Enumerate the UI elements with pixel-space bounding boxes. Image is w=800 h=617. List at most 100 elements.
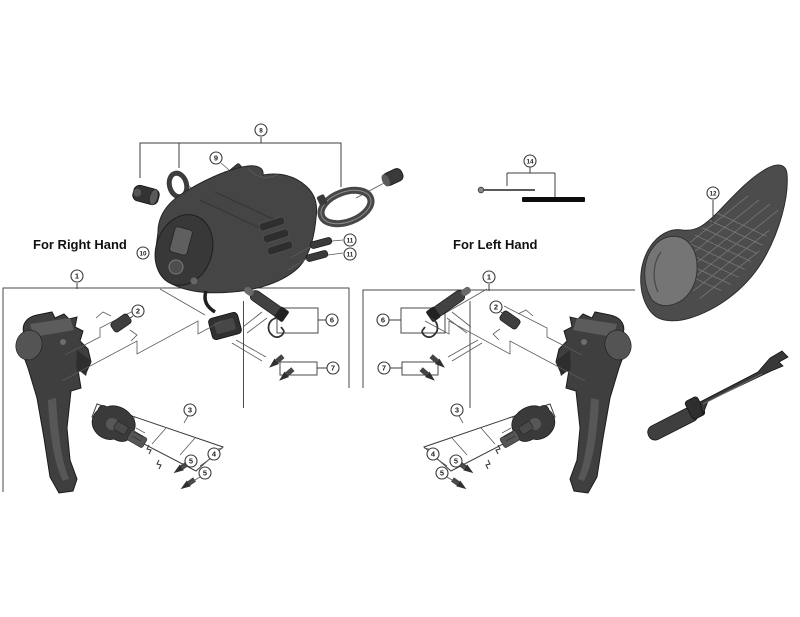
- bolt-flange: [149, 188, 159, 206]
- hood-nose: [644, 235, 698, 307]
- clamp-ring-highlight: [320, 189, 372, 225]
- callout-6-right: 6: [376, 313, 390, 327]
- callout-5b-left: 5: [198, 466, 212, 480]
- left-hand-box: [362, 289, 635, 408]
- port: [262, 228, 290, 244]
- handlebar-bolt-right: [381, 168, 404, 187]
- svg-text:12: 12: [709, 190, 717, 197]
- svg-text:6: 6: [381, 316, 385, 325]
- bracket-hood-cover: [640, 164, 788, 322]
- screw-shaft: [419, 367, 429, 377]
- left-hand-group: [389, 284, 534, 484]
- wire-tip: [461, 286, 471, 296]
- screw-cone: [434, 358, 445, 368]
- callout-14: 14: [523, 154, 537, 168]
- spring-marks: [146, 444, 162, 470]
- box-outline-left: [2, 287, 350, 492]
- parts-band-outline: [91, 403, 224, 472]
- callout-11b: 11: [343, 247, 357, 261]
- cone-screw-7a: [429, 354, 445, 368]
- svg-text:14: 14: [526, 158, 534, 165]
- cone-screw-7a: [269, 354, 285, 368]
- shifter-body: [154, 165, 318, 341]
- svg-text:5: 5: [203, 469, 207, 478]
- svg-text:4: 4: [212, 450, 217, 459]
- shift-paddle: [76, 350, 90, 376]
- svg-text:1: 1: [75, 272, 79, 281]
- screw-shaft: [275, 354, 285, 364]
- callout-3-right: 3: [450, 403, 464, 417]
- callout-4-left: 4: [207, 447, 221, 461]
- clamp-band: [316, 186, 375, 228]
- hook-clip: [421, 317, 439, 338]
- brake-lever-art: [15, 311, 92, 494]
- body-facet-lines: [199, 191, 276, 229]
- plug: [305, 250, 329, 262]
- svg-text:1: 1: [487, 273, 491, 282]
- right-hand-box: [2, 287, 350, 492]
- callout-5b-right: 5: [435, 466, 449, 480]
- svg-text:5: 5: [189, 457, 193, 466]
- callout-3-left: 3: [183, 403, 197, 417]
- svg-text:3: 3: [188, 406, 192, 415]
- svg-text:4: 4: [431, 450, 436, 459]
- cable-set-14: [477, 167, 585, 202]
- callout-1-right: 1: [482, 270, 496, 284]
- callout-11a: 11: [343, 233, 357, 247]
- plug-tool: [647, 350, 789, 441]
- wire-leader-lines: [231, 311, 268, 362]
- tool-blade: [699, 350, 789, 416]
- etube-ports: [258, 216, 294, 256]
- screw-shaft: [187, 477, 196, 486]
- lever-clamp-face: [30, 318, 74, 337]
- screw-cone: [279, 371, 290, 381]
- top-shifter-assembly: [132, 137, 404, 341]
- callout2-leader: [500, 311, 508, 318]
- callout-5a-left: 5: [184, 454, 198, 468]
- right-hand-group: [76, 283, 327, 484]
- plug-leader-lines: [287, 239, 344, 271]
- callout-6-left: 6: [325, 313, 339, 327]
- wire-cap: [274, 306, 289, 322]
- etube-wire: [203, 290, 216, 314]
- screw-cone: [180, 480, 191, 490]
- body-ridge-line: [247, 167, 279, 178]
- cone-screw-7b: [279, 367, 295, 381]
- callout2-leader: [125, 315, 134, 322]
- display-window: [169, 226, 193, 256]
- callout-4-right: 4: [426, 447, 440, 461]
- callout-9: 9: [209, 151, 223, 165]
- lever-hood-hump: [15, 329, 43, 361]
- svg-text:5: 5: [454, 457, 458, 466]
- cluster-leader-lines: [181, 415, 224, 484]
- label-for-right-hand: For Right Hand: [33, 237, 127, 252]
- knurl-stripes: [131, 427, 146, 442]
- callout-7-right: 7: [377, 361, 391, 375]
- svg-text:8: 8: [259, 127, 263, 134]
- etube-wire-part: [244, 286, 289, 322]
- hood-nose-contour: [653, 251, 662, 293]
- callout-1-left: 1: [70, 269, 84, 283]
- bushing: [113, 421, 129, 435]
- callout8-bracket-lines: [139, 137, 342, 187]
- callout-5a-right: 5: [449, 454, 463, 468]
- svg-text:7: 7: [382, 364, 386, 373]
- pivot-screw: [60, 339, 66, 345]
- callout14-bracket-lines: [506, 167, 556, 197]
- tool-blade-highlight: [702, 373, 763, 405]
- hatch-lines-b: [684, 205, 784, 302]
- screw-cone: [269, 358, 280, 368]
- plug: [309, 237, 333, 249]
- svg-text:6: 6: [330, 316, 334, 325]
- bumper-corner-marks: [492, 309, 534, 341]
- port: [258, 216, 286, 232]
- bolt-tip: [133, 188, 142, 197]
- box-outline-right: [362, 289, 635, 388]
- hook-clip: [267, 317, 285, 338]
- handlebar-bolt-left: [132, 184, 160, 206]
- cluster-leader-lines: [423, 415, 466, 484]
- front-screw: [190, 277, 198, 285]
- screw-5b: [180, 477, 196, 490]
